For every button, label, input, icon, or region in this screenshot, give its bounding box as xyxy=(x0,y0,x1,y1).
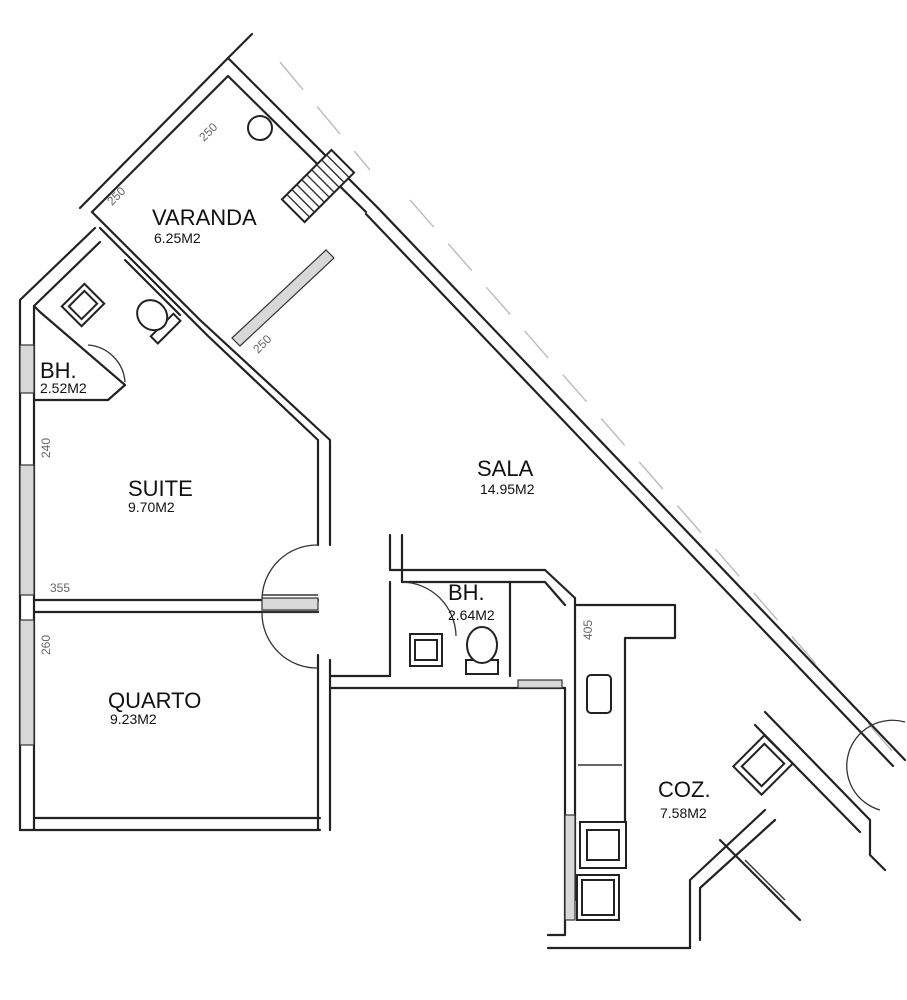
room-name-varanda: VARANDA xyxy=(152,205,257,230)
bh1-door xyxy=(87,344,126,383)
room-labels: VARANDA 6.25M2 BH. 2.52M2 SUITE 9.70M2 S… xyxy=(40,205,711,821)
kitchen-fixtures xyxy=(576,674,795,921)
dim-suite-side: 240 xyxy=(39,438,53,458)
dim-kitchen-side: 405 xyxy=(581,620,595,640)
window-suite xyxy=(19,464,35,596)
room-name-coz: COZ. xyxy=(658,777,711,802)
room-area-varanda: 6.25M2 xyxy=(154,230,201,246)
window-sala-varanda xyxy=(231,249,335,347)
washing-machine-icon xyxy=(731,733,795,797)
quarto-door xyxy=(261,611,319,669)
column-circle xyxy=(247,115,273,141)
window-quarto xyxy=(19,619,35,746)
fridge-icon xyxy=(576,874,620,921)
dim-varanda-left: 250 xyxy=(104,184,128,208)
room-name-sala: SALA xyxy=(477,456,534,481)
window-bh1 xyxy=(19,344,35,394)
sink-icon xyxy=(60,282,106,328)
room-name-suite: SUITE xyxy=(128,476,193,501)
window-kitchen xyxy=(564,814,576,921)
interior-walls xyxy=(32,210,887,950)
dim-sala-window: 250 xyxy=(250,332,274,356)
bh1-fixtures xyxy=(60,282,182,383)
room-name-quarto: QUARTO xyxy=(108,688,201,713)
toilet-icon xyxy=(136,299,182,345)
room-area-bh1: 2.52M2 xyxy=(40,380,87,396)
stair-grill xyxy=(280,148,356,224)
windows xyxy=(19,249,576,921)
room-name-bh1: BH. xyxy=(40,358,77,383)
suite-door xyxy=(261,544,319,601)
room-area-quarto: 9.23M2 xyxy=(110,711,157,727)
stove-icon xyxy=(579,821,627,869)
doors xyxy=(261,544,906,811)
room-area-coz: 7.58M2 xyxy=(660,805,707,821)
varanda-fixtures xyxy=(247,115,356,224)
room-area-bh2: 2.64M2 xyxy=(448,607,495,623)
toilet-icon xyxy=(465,626,499,675)
service-door xyxy=(846,719,906,811)
dim-varanda-top: 250 xyxy=(196,120,220,144)
dim-quarto-side: 260 xyxy=(39,635,53,655)
sink-icon xyxy=(409,633,443,667)
facade-guidelines xyxy=(279,61,901,761)
room-area-suite: 9.70M2 xyxy=(128,499,175,515)
room-name-bh2: BH. xyxy=(448,580,485,605)
room-area-sala: 14.95M2 xyxy=(480,481,535,497)
kitchen-sink-icon xyxy=(586,674,612,714)
bh2-door xyxy=(401,581,457,637)
bh2-fixtures xyxy=(409,626,499,675)
dim-suite-bottom: 355 xyxy=(50,581,70,595)
window-bh2 xyxy=(517,679,563,689)
